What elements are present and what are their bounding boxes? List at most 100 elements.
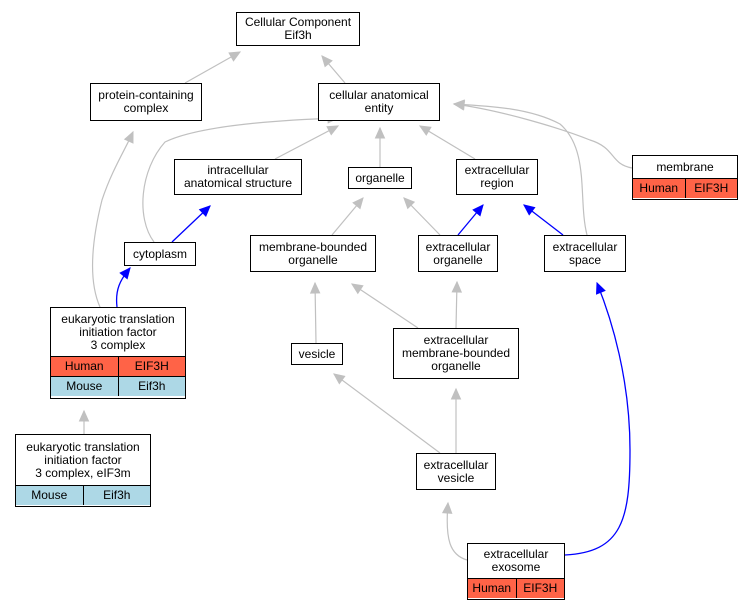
node-title: extracellular exosome [483, 547, 549, 574]
edge-arrowhead [350, 283, 364, 295]
node-title: vesicle [298, 346, 336, 361]
edge-organelle-to-cellular_entity [374, 126, 386, 167]
edge-arrowhead [450, 387, 462, 400]
gene-cell: EIF3H [515, 579, 564, 598]
gene-row-mouse: Mouse Eif3h [51, 376, 185, 396]
edge-vesicle-to-membrane_bounded_organelle [309, 281, 321, 344]
edge-membrane-to-cellular_entity [452, 100, 633, 169]
gene-row-human: Human EIF3H [51, 356, 185, 376]
node-membrane-bounded-organelle[interactable]: membrane-bounded organelle [250, 235, 376, 272]
node-title: extracellular organelle [425, 239, 491, 267]
edge-cellular_entity-to-root [321, 55, 346, 84]
edge-extracellular_space-to-cellular_entity [452, 99, 588, 236]
edge-line [564, 282, 631, 556]
edge-membrane_bounded_organelle-to-organelle [331, 197, 364, 236]
species-cell: Human [468, 579, 516, 598]
node-title: eukaryotic translation initiation factor… [26, 439, 140, 480]
edge-line [92, 131, 134, 308]
gene-cell: EIF3H [684, 179, 737, 198]
node-title: membrane [656, 159, 714, 174]
node-title: extracellular space [552, 239, 618, 267]
edge-arrowhead [78, 409, 90, 422]
edge-arrowhead [403, 197, 416, 210]
node-extracellular-organelle[interactable]: extracellular organelle [418, 235, 498, 272]
edge-eif3m_complex-to-eif3_complex [78, 409, 90, 434]
gene-cell: Eif3h [117, 377, 185, 396]
edge-line [184, 51, 241, 84]
edge-arrowhead [198, 205, 211, 218]
edge-line [274, 125, 339, 160]
edge-arrowhead [321, 55, 333, 68]
edge-arrowhead [472, 204, 484, 217]
edge-extracellular_mb_organelle-to-membrane_bounded_organelle [350, 283, 419, 329]
edge-extracellular_region-to-cellular_entity [418, 125, 476, 160]
node-root[interactable]: Cellular Component Eif3h [236, 12, 360, 46]
node-title: cytoplasm [132, 246, 188, 261]
edge-line [142, 117, 339, 243]
edge-extracellular_space-to-extracellular_region [523, 204, 564, 236]
edge-protein_complex-to-root [184, 51, 242, 84]
edge-arrowhead [309, 281, 321, 294]
edge-arrowhead [119, 267, 131, 280]
edge-arrowhead [418, 125, 432, 136]
edge-line [419, 125, 476, 160]
edge-arrowhead [123, 130, 134, 144]
edge-arrowhead [451, 280, 463, 293]
node-title: cellular anatomical entity [329, 88, 429, 115]
node-protein-containing-complex[interactable]: protein-containing complex [90, 83, 202, 121]
edge-extracellular_vesicle-to-vesicle [333, 373, 441, 454]
node-cytoplasm[interactable]: cytoplasm [124, 242, 196, 266]
node-extracellular-region[interactable]: extracellular region [456, 159, 538, 195]
edge-intracellular_structure-to-cellular_entity [274, 125, 340, 160]
edge-extracellular_organelle-to-organelle [403, 197, 441, 236]
edge-cytoplasm-to-intracellular_structure [171, 205, 211, 243]
node-title: organelle [355, 170, 405, 185]
edge-extracellular_vesicle-to-extracellular_mb_organelle [450, 387, 462, 453]
edge-arrowhead [523, 204, 536, 216]
node-extracellular-membrane-bounded-organelle[interactable]: extracellular membrane-bounded organelle [393, 328, 519, 379]
edge-line [351, 283, 419, 329]
node-extracellular-exosome[interactable]: extracellular exosome Human EIF3H [467, 543, 565, 600]
species-cell: Human [633, 179, 685, 198]
node-title: extracellular region [464, 163, 530, 190]
edge-arrowhead [228, 51, 242, 62]
edge-arrowhead [452, 99, 465, 110]
node-title: protein-containing complex [98, 88, 194, 115]
node-extracellular-vesicle[interactable]: extracellular vesicle [416, 453, 496, 490]
edge-line [453, 103, 633, 169]
node-eif3m-complex[interactable]: eukaryotic translation initiation factor… [15, 434, 151, 507]
node-intracellular-anatomical-structure[interactable]: intracellular anatomical structure [174, 159, 302, 195]
gene-row-human: Human EIF3H [633, 178, 737, 198]
edge-eif3_complex-to-protein_complex [92, 130, 134, 308]
species-cell: Human [51, 357, 118, 376]
edge-line [453, 103, 588, 236]
edge-extracellular_exosome-to-extracellular_space [564, 281, 631, 556]
edge-line [333, 373, 441, 454]
edge-eif3_complex-to-cytoplasm [115, 267, 131, 308]
gene-row-human: Human EIF3H [468, 578, 564, 598]
node-title: Cellular Component Eif3h [244, 15, 352, 42]
node-title: extracellular membrane-bounded organelle [401, 333, 511, 373]
node-eif3-complex[interactable]: eukaryotic translation initiation factor… [50, 307, 186, 399]
edge-extracellular_exosome-to-extracellular_vesicle [441, 501, 468, 561]
node-organelle[interactable]: organelle [348, 167, 412, 189]
edge-extracellular_mb_organelle-to-extracellular_organelle [451, 280, 463, 329]
gene-cell: Eif3h [82, 486, 150, 505]
edge-arrowhead [352, 197, 364, 210]
gene-row-mouse: Mouse Eif3h [16, 485, 150, 505]
node-cellular-anatomical-entity[interactable]: cellular anatomical entity [318, 83, 440, 121]
node-extracellular-space[interactable]: extracellular space [544, 235, 626, 272]
edge-arrowhead [326, 125, 340, 136]
edge-arrowhead [333, 373, 346, 385]
node-title: extracellular vesicle [423, 457, 489, 485]
node-title: membrane-bounded organelle [258, 239, 368, 267]
edge-extracellular_organelle-to-extracellular_region [457, 204, 484, 236]
edge-arrowhead [441, 501, 453, 514]
node-vesicle[interactable]: vesicle [291, 343, 343, 365]
edge-layer [78, 51, 633, 561]
edge-arrowhead [374, 126, 386, 139]
node-membrane[interactable]: membrane Human EIF3H [632, 155, 738, 200]
edge-arrowhead [596, 281, 606, 295]
species-cell: Mouse [16, 486, 83, 505]
